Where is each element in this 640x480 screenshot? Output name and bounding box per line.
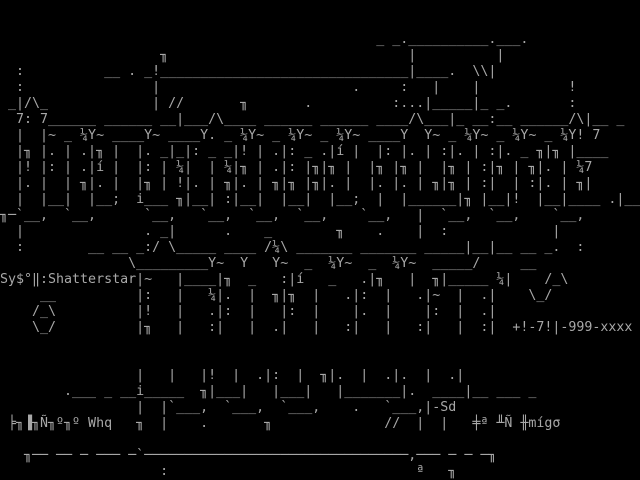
ascii-art-row: _ _.__________.___.: [0, 32, 529, 47]
ascii-art-row: ╖ | |: [0, 48, 505, 63]
ascii-art-row: : __ . _!_______________________________…: [0, 64, 497, 79]
ascii-art-row: |╖ |. | .|╖ | |. _|_|: _ _|! | .|: _ .|í…: [0, 144, 609, 159]
ascii-art-row: ╖── ── ─ ─── ─`─────────────────────────…: [0, 448, 497, 463]
ascii-art-row: | . _| . _ ╖ . | : |: [0, 224, 561, 239]
ascii-art-row: ╞╖▐╖Ñ╖º╖º Whq ╖ | . ╖ // | | ╪ª ╨Ñ ╫mígσ: [0, 416, 561, 431]
terminal-screen: _ _.__________.___. ╖ | | : __ . _!_____…: [0, 32, 640, 479]
ascii-art-row: | |`___, `___, `___, . `___,|-Sd: [0, 400, 457, 415]
ascii-art-row: |. | | ╖|. | |╖ | !|. | ╖|. | ╖|╖ |╖|. |…: [0, 176, 593, 191]
ascii-art-row: Sy$°‖:Shatterstar|~ |____|╖ _ :|í _ .|╖ …: [0, 272, 569, 287]
ascii-art-row: 7: 7______ ______ __|___/\____ ______ __…: [0, 112, 625, 127]
ascii-art-row: __ |: | ¼|. | ╖|╖ | .|: | .|~ | .| \_/: [0, 288, 553, 303]
ascii-art-row: .___ _ __i_____ ╖|___| |___| |_______|. …: [0, 384, 537, 399]
ascii-art-row: | |__| |__; i___ ╖|__| :|__| |__| |__; |…: [0, 192, 640, 207]
ascii-art-row: \_/ |╖ | :| | .| | :| | :| | :| +!-7!|-9…: [0, 320, 633, 335]
ascii-art-row: : | . : | | !: [0, 80, 577, 95]
ascii-art-row: | | |! | .|: | ╖|. | .|. | .|: [0, 368, 465, 383]
ascii-art-row: : ª ╖: [0, 464, 457, 479]
ascii-art-row: ╖─`__, `__, `__, `__, `__, `__, `__, | `…: [0, 208, 585, 223]
ascii-art-row: |! |: | .|í | |: | ¼| | ¼|╖ | .|: |╖|╖ |…: [0, 160, 593, 175]
ascii-art-row: : __ __ _:/ \_____ ____ /¼\ _______ ____…: [0, 240, 585, 255]
ascii-art-row: \_________Y~ Y Y~ _ ¼Y~ _ ¼Y~ _____/ __: [0, 256, 537, 271]
ascii-art-row: /_\ |! | .|: | |: | |. | |: | .|: [0, 304, 497, 319]
ascii-art-row: | |~ _ ¼Y~ ____Y~ ____Y. _ ¼Y~ _ ¼Y~ _ ¼…: [0, 128, 601, 143]
ascii-art-row: _|/\_ | // ╖ . :...|_____|_ _. :: [0, 96, 577, 111]
